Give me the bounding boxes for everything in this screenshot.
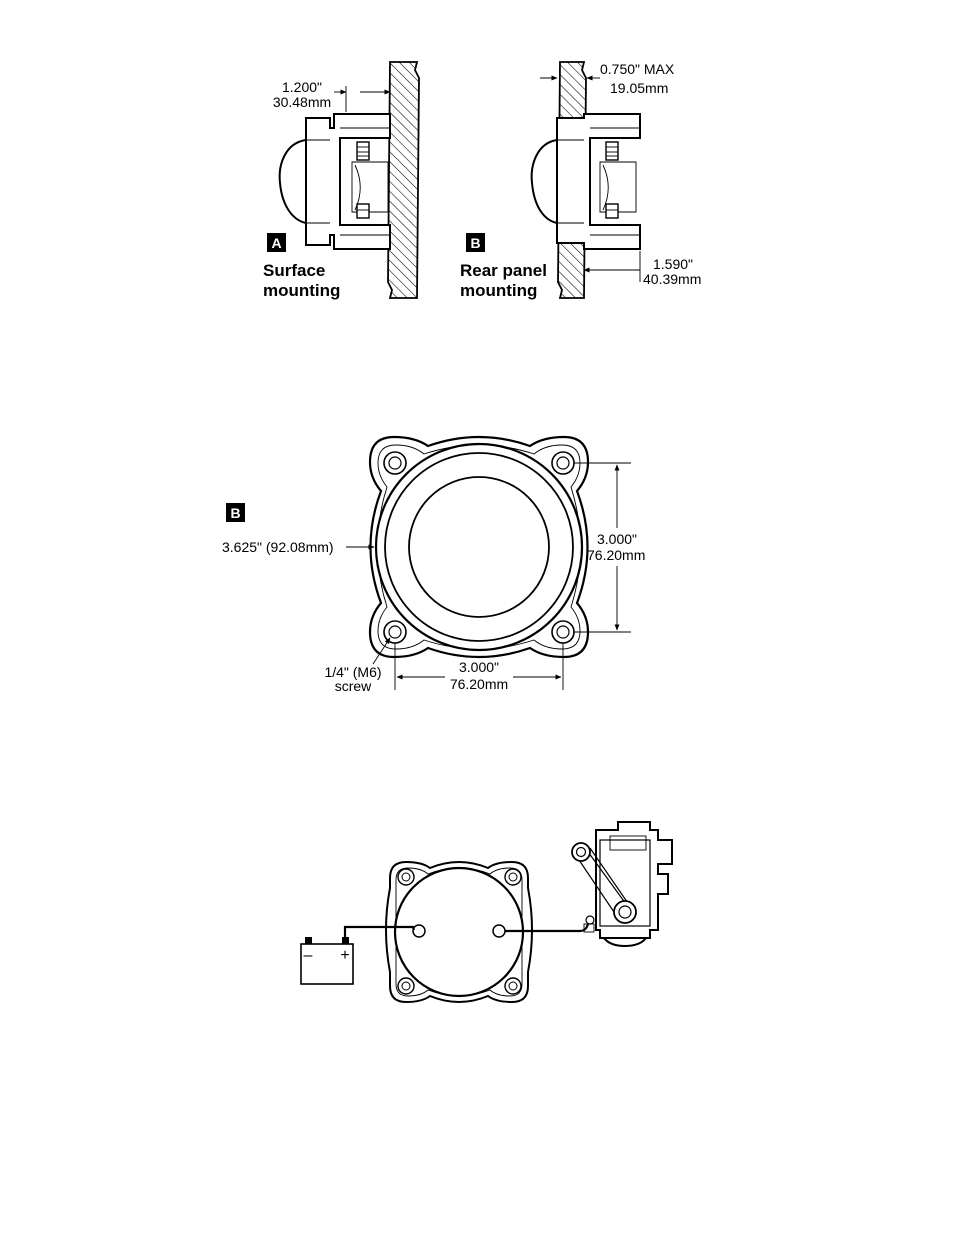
lamp-lens-a [280, 140, 306, 223]
terminal-right [493, 925, 505, 937]
caption-mounting-b: mounting [460, 281, 537, 300]
rear-bolt-bl [398, 978, 414, 994]
battery-negative-post [305, 937, 312, 944]
badge-b-side-letter: B [470, 235, 480, 251]
offset-mm-label: 30.48mm [273, 94, 331, 110]
caption-rear-panel: Rear panel [460, 261, 547, 280]
bolt-hole-tr [552, 452, 574, 474]
mount-screw-b-bottom [606, 204, 618, 218]
lens-bezel-outer [376, 444, 582, 650]
rear-bolt-tr [505, 869, 521, 885]
horizontal-mm-label: 76.20mm [450, 676, 508, 692]
panel-max-in-label: 0.750" MAX [600, 61, 675, 77]
wiring-figure: – + [301, 822, 672, 1002]
mount-screw-a-top [357, 142, 369, 160]
overall-dim-label: 3.625" (92.08mm) [222, 539, 334, 555]
depth-in-label: 1.590" [653, 256, 693, 272]
caption-mounting-a: mounting [263, 281, 340, 300]
caption-surface: Surface [263, 261, 325, 280]
surface-mounting-figure: 1.200" 30.48mm A Surface mounting [263, 62, 419, 300]
screw-label: screw [335, 678, 372, 694]
rear-panel-mounting-figure: 0.750" MAX 19.05mm 1.590" 40.39mm B Rear… [460, 61, 701, 300]
battery-plus-sign: + [340, 947, 349, 964]
depth-mm-label: 40.39mm [643, 271, 701, 287]
bolt-hole-br [552, 621, 574, 643]
lamp-housing-b [557, 114, 640, 249]
mount-screw-a-bottom [357, 204, 369, 218]
mounting-wall-a [388, 62, 419, 298]
rear-bolt-tl [398, 869, 414, 885]
bolt-hole-bl [384, 621, 406, 643]
terminal-left [413, 925, 425, 937]
lamp-housing-a [306, 114, 390, 249]
rear-bolt-br [505, 978, 521, 994]
badge-b-front-letter: B [230, 505, 240, 521]
offset-in-label: 1.200" [282, 79, 322, 95]
vertical-mm-label: 76.20mm [587, 547, 645, 563]
mount-screw-b-top [606, 142, 618, 160]
front-view-figure: B 3.625" (92.08mm) 3.000" 76.20mm 3.000"… [222, 437, 645, 694]
battery-minus-sign: – [304, 947, 313, 964]
panel-max-mm-label: 19.05mm [610, 80, 668, 96]
vertical-in-label: 3.000" [597, 531, 637, 547]
badge-a-letter: A [271, 235, 281, 251]
battery-positive-post [342, 937, 349, 944]
bolt-hole-tl [384, 452, 406, 474]
lamp-lens-b [532, 140, 557, 223]
horizontal-in-label: 3.000" [459, 659, 499, 675]
